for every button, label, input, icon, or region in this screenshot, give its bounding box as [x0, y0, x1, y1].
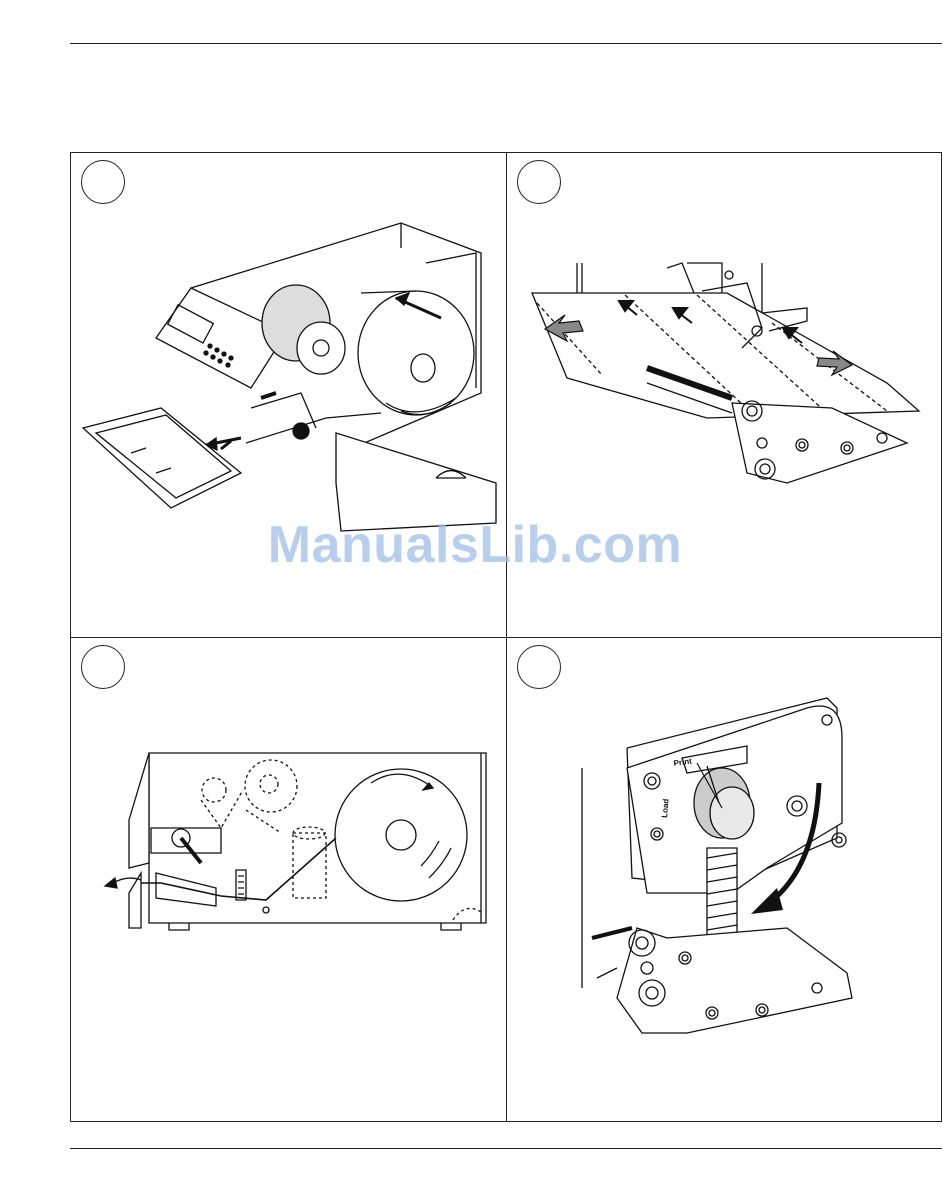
- illustration-grid: Print Load: [70, 152, 942, 1122]
- load-position-label: Load: [660, 798, 671, 818]
- threading-side-view-illustration: [71, 638, 506, 1122]
- figure-step-4: Print Load: [507, 638, 942, 1122]
- footer-rule: [70, 1148, 942, 1149]
- header-rule: [70, 43, 942, 44]
- print-load-lever-illustration: Print Load: [507, 638, 942, 1122]
- watermark-text: ManualsLib.com: [0, 515, 950, 575]
- figure-step-3: [71, 638, 506, 1122]
